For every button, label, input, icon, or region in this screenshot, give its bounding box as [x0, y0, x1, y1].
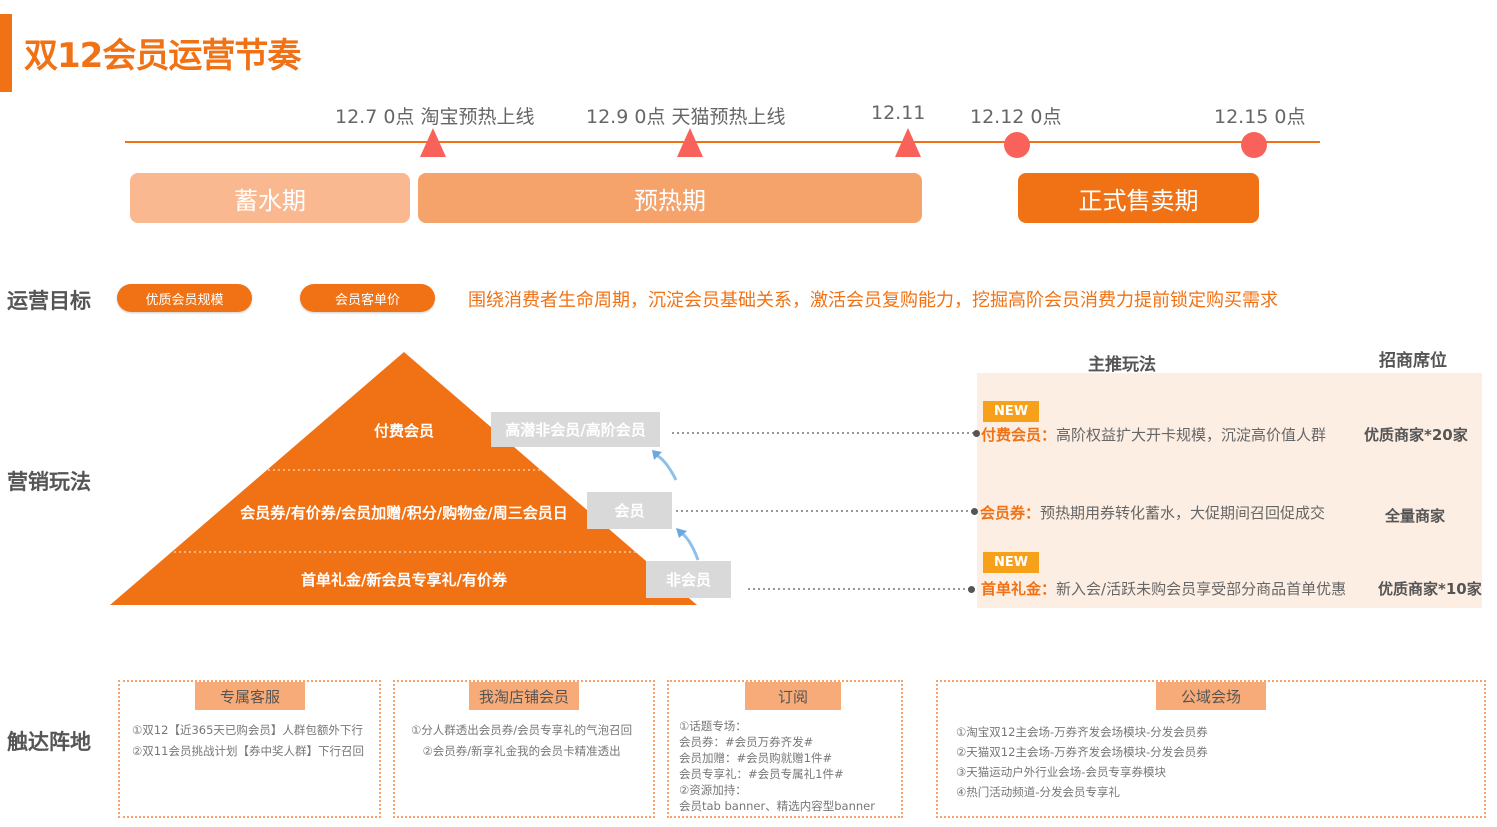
milestone-label: 12.7 0点 淘宝预热上线 — [335, 106, 535, 128]
card-body: ①话题专场： 会员券：#会员万券齐发# 会员加赠：#会员购就赠1件# 会员专享礼… — [679, 718, 875, 814]
play-row: 首单礼金：新入会/活跃未购会员享受部分商品首单优惠 — [981, 578, 1346, 599]
phase-reservoir: 蓄水期 — [130, 173, 410, 223]
bullet-dot — [968, 586, 975, 593]
timeline — [125, 128, 1320, 158]
pyramid-tier-middle: 会员券/有价券/会员加赠/积分/购物金/周三会员日 — [240, 504, 568, 522]
tier-label-member: 会员 — [587, 492, 672, 529]
card-body: ①双12【近365天已购会员】人群包额外下行 ②双11会员挑战计划【券中奖人群】… — [132, 720, 364, 762]
play-row: 会员券：预热期用券转化蓄水，大促期间召回促成交 — [980, 502, 1325, 523]
phase-warmup: 预热期 — [418, 173, 922, 223]
phase-sale: 正式售卖期 — [1018, 173, 1259, 223]
milestone-circle-marker — [1004, 132, 1030, 158]
goal-pill: 会员客单价 — [300, 284, 435, 312]
bullet-dot — [971, 508, 978, 515]
play-row: 付费会员：高阶权益扩大开卡规模，沉淀高价值人群 — [981, 424, 1326, 445]
tier-label-nonmember: 非会员 — [646, 561, 731, 598]
card-line: ③天猫运动户外行业会场-会员专享券模块 — [956, 765, 1166, 779]
touch-card: 我淘店铺会员 ①分人群透出会员券/会员专享礼的气泡召回 ②会员券/新享礼金我的会… — [393, 680, 655, 818]
milestone-circle-marker — [1241, 132, 1267, 158]
touch-card: 公域会场 ①淘宝双12主会场-万券齐发会场模块-分发会员券 ②天猫双12主会场-… — [936, 680, 1486, 818]
bullet-dot — [973, 430, 980, 437]
card-line: 会员专享礼：#会员专属礼1件# — [679, 767, 844, 781]
upgrade-arrow — [679, 530, 700, 561]
card-title: 我淘店铺会员 — [469, 682, 579, 710]
goal-pill: 优质会员规模 — [117, 284, 252, 312]
card-line: ④热门活动频道-分发会员专享礼 — [956, 785, 1120, 799]
tier-label-high: 高潜非会员/高阶会员 — [491, 412, 660, 447]
milestone-label: 12.11 — [871, 102, 926, 124]
card-line: 会员券：#会员万券齐发# — [679, 735, 814, 749]
milestone-label: 12.15 0点 — [1214, 106, 1306, 128]
card-line: ②天猫双12主会场-万券齐发会场模块-分发会员券 — [956, 745, 1208, 759]
play-desc: 预热期用券转化蓄水，大促期间召回促成交 — [1040, 504, 1326, 522]
new-badge: NEW — [983, 552, 1039, 573]
section-label-goals: 运营目标 — [7, 289, 91, 313]
play-panel — [977, 373, 1482, 608]
upgrade-arrow-head — [676, 528, 687, 538]
card-title: 专属客服 — [195, 682, 305, 710]
column-header-seat: 招商席位 — [1379, 351, 1447, 371]
play-desc: 高阶权益扩大开卡规模，沉淀高价值人群 — [1056, 426, 1327, 444]
card-title: 订阅 — [745, 682, 841, 710]
pyramid-shape — [110, 352, 697, 605]
card-line: ①淘宝双12主会场-万券齐发会场模块-分发会员券 — [956, 725, 1208, 739]
play-name: 付费会员： — [981, 426, 1057, 444]
play-name: 会员券： — [980, 504, 1041, 522]
title-accent-bar — [0, 14, 12, 92]
pyramid — [110, 352, 975, 605]
card-line: ①双12【近365天已购会员】人群包额外下行 — [132, 723, 363, 737]
page-title: 双12会员运营节奏 — [24, 36, 301, 76]
card-line: ①分人群透出会员券/会员专享礼的气泡召回 — [411, 723, 633, 737]
new-badge: NEW — [983, 401, 1039, 422]
card-body: ①淘宝双12主会场-万券齐发会场模块-分发会员券 ②天猫双12主会场-万券齐发会… — [956, 722, 1208, 802]
upgrade-arrow-head — [652, 450, 662, 460]
milestone-triangle-marker — [420, 128, 446, 157]
card-line: 会员tab banner、精选内容型banner — [679, 799, 875, 813]
upgrade-arrow — [653, 452, 678, 481]
touch-card: 专属客服 ①双12【近365天已购会员】人群包额外下行 ②双11会员挑战计划【券… — [118, 680, 381, 818]
goal-text: 围绕消费者生命周期，沉淀会员基础关系，激活会员复购能力，挖掘高阶会员消费力提前锁… — [468, 290, 1278, 311]
card-line: ①话题专场： — [679, 719, 747, 733]
card-title: 公域会场 — [1156, 682, 1266, 710]
seat-value: 优质商家*20家 — [1364, 426, 1468, 444]
card-line: ②双11会员挑战计划【券中奖人群】下行召回 — [132, 744, 364, 758]
card-body: ①分人群透出会员券/会员专享礼的气泡召回 ②会员券/新享礼金我的会员卡精准透出 — [411, 720, 632, 762]
play-name: 首单礼金： — [981, 580, 1057, 598]
seat-value: 全量商家 — [1385, 507, 1446, 525]
play-desc: 新入会/活跃未购会员享受部分商品首单优惠 — [1056, 580, 1347, 598]
pyramid-tier-top: 付费会员 — [373, 422, 435, 440]
column-header-play: 主推玩法 — [1088, 355, 1156, 375]
card-line: ②会员券/新享礼金我的会员卡精准透出 — [422, 744, 621, 758]
seat-value: 优质商家*10家 — [1378, 580, 1482, 598]
milestone-label: 12.9 0点 天猫预热上线 — [586, 106, 786, 128]
milestone-triangle-marker — [895, 128, 921, 157]
milestone-triangle-marker — [677, 128, 703, 157]
touch-card: 订阅 ①话题专场： 会员券：#会员万券齐发# 会员加赠：#会员购就赠1件# 会员… — [667, 680, 903, 818]
pyramid-tier-bottom: 首单礼金/新会员专享礼/有价券 — [301, 571, 507, 589]
milestone-label: 12.12 0点 — [970, 106, 1062, 128]
section-label-marketing: 营销玩法 — [7, 470, 91, 494]
card-line: ②资源加持： — [679, 783, 747, 797]
card-line: 会员加赠：#会员购就赠1件# — [679, 751, 833, 765]
section-label-touch: 触达阵地 — [7, 730, 91, 754]
